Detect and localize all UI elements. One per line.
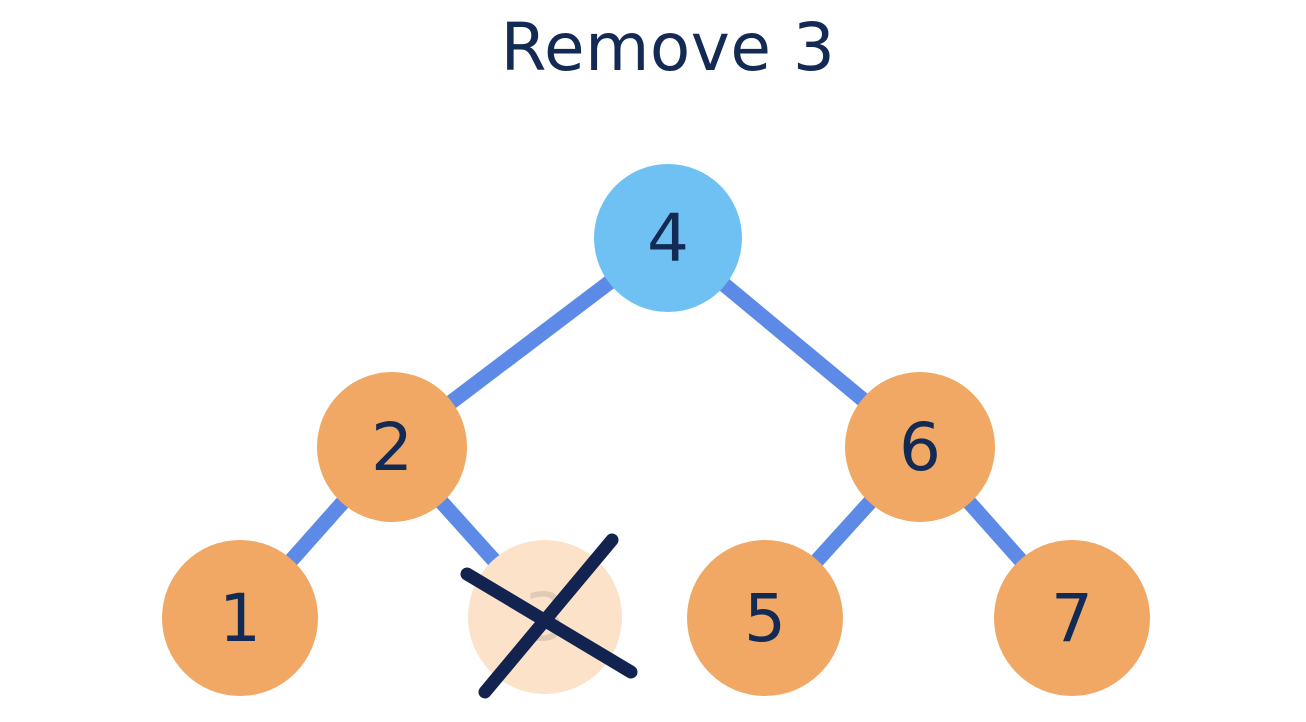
node-circle-1[interactable] <box>162 540 318 696</box>
node-circle-2[interactable] <box>317 372 467 522</box>
tree-node-7[interactable]: 7 <box>994 540 1150 696</box>
node-label-5: 5 <box>744 580 786 657</box>
node-label-7: 7 <box>1051 580 1093 657</box>
node-label-2: 2 <box>371 409 413 486</box>
node-label-6: 6 <box>899 409 941 486</box>
tree-node-6[interactable]: 6 <box>845 372 995 522</box>
node-label-1: 1 <box>219 580 261 657</box>
tree-node-1[interactable]: 1 <box>162 540 318 696</box>
tree-node-4[interactable]: 4 <box>594 164 742 312</box>
tree-node-5[interactable]: 5 <box>687 540 843 696</box>
removal-cross-group <box>460 533 638 699</box>
page-title: Remove 3 <box>501 9 836 86</box>
node-circle-7[interactable] <box>994 540 1150 696</box>
tree-nodes-group: 4261357 <box>162 164 1150 696</box>
removal-cross-stroke-b <box>478 533 619 699</box>
node-circle-5[interactable] <box>687 540 843 696</box>
node-circle-4[interactable] <box>594 164 742 312</box>
tree-node-2[interactable]: 2 <box>317 372 467 522</box>
node-label-4: 4 <box>647 200 689 277</box>
node-circle-6[interactable] <box>845 372 995 522</box>
